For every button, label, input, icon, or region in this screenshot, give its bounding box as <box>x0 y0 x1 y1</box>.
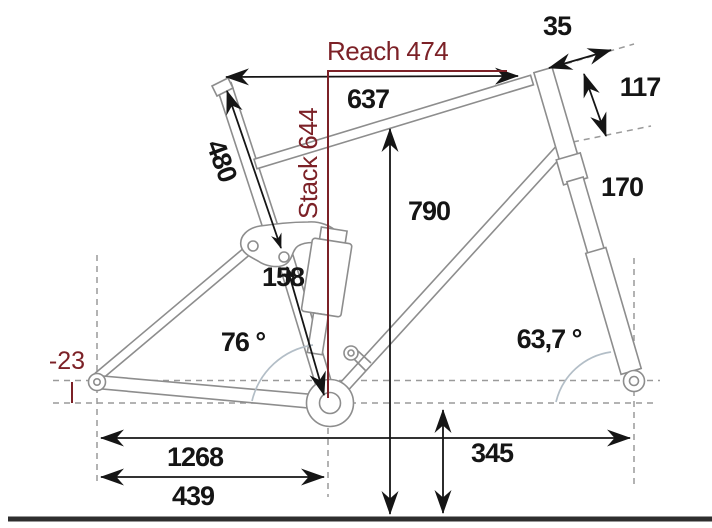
top-tube-horizontal-arrow <box>225 67 519 86</box>
bb-to-pivot-value: 158 <box>262 262 305 292</box>
reach-label: Reach 474 <box>327 36 448 66</box>
bar-offset-value: 35 <box>543 11 572 41</box>
bottom-bracket-hole <box>318 391 342 415</box>
reach-stack-line <box>327 70 507 398</box>
head-tube-and-fork <box>532 66 643 376</box>
head-angle-value: 63,7 ° <box>517 324 582 354</box>
shock-eyelet-hole <box>347 349 355 357</box>
head-bottom-perpendicular-dashed-line <box>572 125 652 143</box>
fork-lowers <box>584 246 643 376</box>
measurement-arrows <box>100 48 631 515</box>
fork-stanchion <box>565 176 606 256</box>
head-tube-arrow <box>583 73 607 137</box>
bar-offset-arrow <box>548 48 612 70</box>
bb-height-value: 345 <box>471 438 514 468</box>
bb-drop-value: -23 <box>49 347 85 375</box>
rear-axle-hole <box>93 377 102 386</box>
front-axle-hole <box>628 375 640 387</box>
seat-angle-value: 76 ° <box>221 327 266 357</box>
measurement-labels: Reach 474 Stack 644 637 35 117 170 790 4… <box>49 11 661 511</box>
head-tube-value: 117 <box>620 72 661 102</box>
bb-to-pivot-arrow <box>285 266 326 396</box>
top-tube-value: 637 <box>347 84 389 114</box>
seatstay-tube <box>93 243 255 382</box>
rocker-main-pivot <box>278 251 290 263</box>
stack-label: Stack 644 <box>293 108 323 219</box>
fork-value: 170 <box>601 172 643 202</box>
head-angle-arc <box>555 351 612 403</box>
chainstay-value: 439 <box>172 481 215 511</box>
standover-value: 790 <box>408 196 450 226</box>
bike-frame <box>87 66 646 428</box>
down-tube <box>325 143 568 407</box>
seat-tube-arrow <box>226 90 282 249</box>
shock-body <box>300 237 353 318</box>
head-tube-shape <box>532 66 579 162</box>
rocker-front-pivot <box>247 240 259 252</box>
wheelbase-value: 1268 <box>167 442 224 472</box>
